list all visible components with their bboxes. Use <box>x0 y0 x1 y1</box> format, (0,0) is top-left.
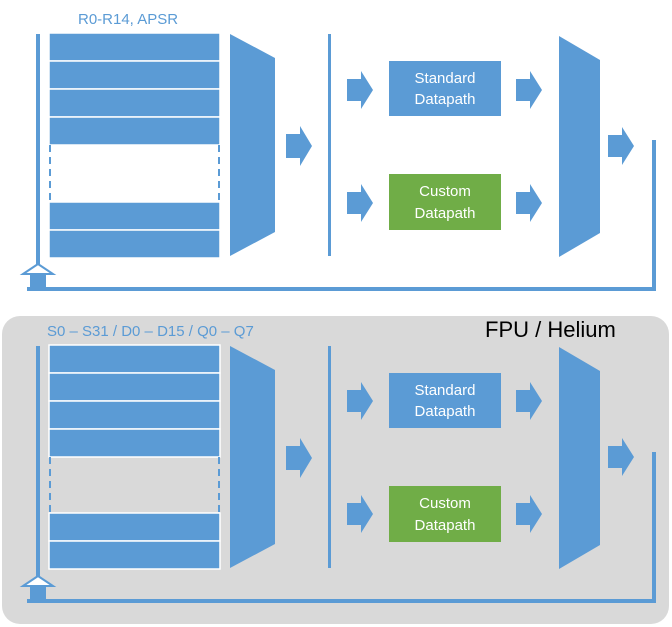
top-register-label: R0-R14, APSR <box>78 11 178 28</box>
top-arrow-from-standard <box>516 71 542 109</box>
bottom-custom-line1: Custom <box>419 495 471 512</box>
bottom-section: S0 – S31 / D0 – D15 / Q0 – Q7 FPU / Heli… <box>19 317 656 603</box>
top-writeback-up-arrow <box>19 262 57 275</box>
bottom-standard-datapath <box>389 373 501 428</box>
bottom-arrow-from-custom <box>516 495 542 533</box>
register-row <box>48 116 221 146</box>
top-arrow-to-standard <box>347 71 373 109</box>
top-custom-line1: Custom <box>419 183 471 200</box>
bottom-custom-datapath <box>389 486 501 542</box>
svg-text:Datapath: Datapath <box>415 517 476 534</box>
top-middle-bus <box>328 34 331 256</box>
top-standard-datapath <box>389 61 501 116</box>
register-row <box>48 60 221 90</box>
bottom-arrow-to-custom <box>347 495 373 533</box>
register-row <box>48 88 221 118</box>
svg-text:Custom: Custom <box>419 183 471 200</box>
top-arrow-from-custom <box>516 184 542 222</box>
register-row <box>48 201 221 231</box>
bottom-custom-line2: Datapath <box>415 517 476 534</box>
bottom-arrow-writeback <box>608 438 634 476</box>
bottom-middle-bus <box>328 346 331 568</box>
top-section: R0-R14, APSR Standard <box>19 11 656 291</box>
top-register-mux <box>230 34 275 256</box>
top-left-bus <box>36 34 40 286</box>
bottom-register-file <box>48 344 221 570</box>
top-arrow-to-custom <box>347 184 373 222</box>
top-standard-line2: Datapath <box>415 91 476 108</box>
register-row <box>48 512 221 542</box>
top-custom-line2: Datapath <box>415 205 476 222</box>
top-writeback-horizontal <box>27 287 656 291</box>
top-arrow-mux-out <box>286 126 312 166</box>
bottom-writeback-vertical <box>652 452 656 603</box>
bottom-register-mux <box>230 346 275 568</box>
top-arrow-writeback <box>608 127 634 165</box>
svg-text:Standard: Standard <box>415 382 476 399</box>
bottom-register-label: S0 – S31 / D0 – D15 / Q0 – Q7 <box>47 323 254 340</box>
top-custom-datapath <box>389 174 501 230</box>
bottom-register-gap <box>49 457 220 513</box>
bottom-arrow-mux-out <box>286 438 312 478</box>
register-row <box>48 372 221 402</box>
top-standard-line1: Standard <box>415 70 476 87</box>
bottom-arrow-from-standard <box>516 382 542 420</box>
bottom-standard-line2: Datapath <box>415 403 476 420</box>
register-row <box>48 428 221 458</box>
top-register-gap <box>49 145 220 202</box>
register-row <box>48 400 221 430</box>
bottom-standard-line1: Standard <box>415 382 476 399</box>
top-writeback-vertical <box>652 140 656 291</box>
svg-text:Datapath: Datapath <box>415 205 476 222</box>
bottom-left-bus <box>36 346 40 598</box>
register-row <box>48 344 221 374</box>
register-row <box>48 32 221 62</box>
fpu-helium-title: FPU / Helium <box>485 317 616 342</box>
svg-text:Datapath: Datapath <box>415 91 476 108</box>
register-row <box>48 229 221 259</box>
svg-text:Datapath: Datapath <box>415 403 476 420</box>
bottom-writeback-horizontal <box>27 599 656 603</box>
bottom-output-mux <box>559 347 600 569</box>
top-register-file <box>48 32 221 259</box>
top-output-mux <box>559 36 600 257</box>
svg-text:Standard: Standard <box>415 70 476 87</box>
bottom-arrow-to-standard <box>347 382 373 420</box>
svg-text:Custom: Custom <box>419 495 471 512</box>
register-row <box>48 540 221 570</box>
